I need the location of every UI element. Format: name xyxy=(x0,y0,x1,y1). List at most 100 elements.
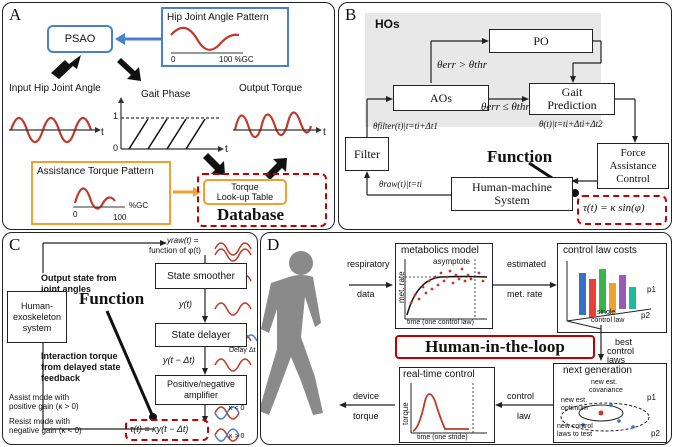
panel-d-graphics xyxy=(261,251,652,434)
opt-line1: new est. xyxy=(561,397,588,404)
tau-formula-c: τ(t) = κy(t − Δt) xyxy=(130,424,189,434)
function-label-b: Function xyxy=(487,147,553,166)
panel-c-letter: C xyxy=(9,235,21,254)
gait-zero-tick: 0 xyxy=(113,143,119,153)
panel-d-letter: D xyxy=(267,235,280,254)
assist-pattern-box: Assistance Torque Pattern 0 100 %GC xyxy=(31,161,171,225)
assist-pattern-title: Assistance Torque Pattern xyxy=(37,166,154,177)
input-hip-label: Input Hip Joint Angle xyxy=(9,83,101,94)
interaction-line3: feedback xyxy=(41,373,81,383)
force-control-box: Force Assistance Control xyxy=(597,143,669,189)
psao-label: PSAO xyxy=(64,33,96,45)
new-laws-line2: laws to test xyxy=(557,431,593,438)
tau-formula-c-frame xyxy=(125,419,209,441)
panel-a-letter: A xyxy=(9,5,22,24)
theta-pred-label: θ(t)|t=ti+Δti+Δt2 xyxy=(539,119,603,129)
hip-pattern-x0: 0 xyxy=(171,55,176,64)
assist-x0: 0 xyxy=(73,210,78,219)
assist-x1: 100 xyxy=(113,213,127,222)
function-label-c: Function xyxy=(79,289,145,308)
human-line3: system xyxy=(22,322,52,333)
hip-pattern-title: Hip Joint Angle Pattern xyxy=(167,12,269,23)
next-gen-box xyxy=(553,363,667,443)
panel-a: A PSAO Hip Joint Angle Pattern 0 100 %GC… xyxy=(2,2,335,230)
cov-line2: covariance xyxy=(589,387,623,394)
aos-box: AOs xyxy=(393,85,489,111)
gait-line1: Gait xyxy=(561,85,583,99)
costs-p2: p2 xyxy=(641,311,650,320)
realtime-title: real-time control xyxy=(403,369,475,380)
gait-prediction-box: Gait Prediction xyxy=(529,83,615,115)
po-box: PO xyxy=(489,29,593,53)
costs-p1: p1 xyxy=(647,285,656,294)
respiratory-line2: data xyxy=(357,289,375,299)
force-line2: Assistance xyxy=(609,159,657,172)
tau-formula-frame xyxy=(577,195,667,225)
costs-box xyxy=(557,243,667,333)
y-delay-label: y(t − Δt) xyxy=(163,355,195,365)
amp-line2: amplifier xyxy=(183,390,218,400)
costs-title: control law costs xyxy=(563,245,637,256)
t-axis-input: t xyxy=(101,127,104,138)
torque-axis: torque xyxy=(401,402,410,425)
next-p1: p1 xyxy=(647,393,656,402)
state-smoother-label: State smoother xyxy=(167,270,235,282)
time-stride-axis: time (one stride) xyxy=(417,434,468,441)
lookup-line1: Torque xyxy=(231,182,259,192)
filter-box: Filter xyxy=(345,137,389,171)
theta-raw-label: θraw(t)|t=ti xyxy=(379,179,422,189)
single-line1: single xyxy=(597,309,616,316)
hip-pattern-curve xyxy=(170,26,243,54)
human-line1: Human- xyxy=(20,300,53,311)
gait-line2: Prediction xyxy=(547,98,597,112)
human-line2: exoskeleton xyxy=(12,311,62,322)
device-line2: torque xyxy=(353,411,379,421)
interaction-line1: Interaction torque xyxy=(41,351,118,361)
control-law-line2: law xyxy=(517,411,531,421)
resist-mode-line1: Resist mode with xyxy=(9,417,70,426)
metabolics-title: metabolics model xyxy=(401,245,479,256)
hm-line1: Human-machine xyxy=(472,180,552,194)
best-line1: best xyxy=(615,337,633,347)
k-neg-label: κ < 0 xyxy=(229,405,245,412)
amp-line1: Positive/negative xyxy=(166,379,236,389)
filter-label: Filter xyxy=(354,146,380,161)
k-pos-label: κ > 0 xyxy=(229,433,245,440)
cov-line1: new est. xyxy=(591,379,618,386)
hitl-banner: Human-in-the-loop xyxy=(395,335,595,359)
panel-d: D respiratory data metabolics model asym… xyxy=(260,232,672,445)
theta-filter-label: θfilter(t)|t=ti+Δt1 xyxy=(373,121,438,131)
po-label: PO xyxy=(533,33,549,48)
y-t-label: y(t) xyxy=(179,299,192,309)
t-axis-gait: t xyxy=(225,144,228,155)
delay-label: Delay Δt xyxy=(229,347,256,354)
single-line2: control law xyxy=(591,317,625,324)
human-machine-box: Human-machine System xyxy=(451,177,573,211)
walking-person-icon xyxy=(261,251,323,415)
met-rate-axis: met. rate xyxy=(397,271,406,303)
new-laws-line1: new control xyxy=(557,423,593,430)
amplifier-box: Positive/negative amplifier xyxy=(155,375,247,405)
human-exo-box: Human- exoskeleton system xyxy=(7,291,67,343)
gait-one-tick: 1 xyxy=(113,111,119,121)
yraw-line1: yraw(t) = xyxy=(167,236,199,245)
panel-b: B HOs PO AOs Gait Prediction θerr > θthr… xyxy=(338,2,672,230)
hip-pattern-x1: 100 %GC xyxy=(219,55,254,64)
estimated-line2: met. rate xyxy=(507,289,543,299)
assist-mode-line2: positive gain (κ > 0) xyxy=(9,402,79,411)
asymptote-label: asymptote xyxy=(433,257,470,266)
realtime-box xyxy=(399,367,495,443)
lookup-line2: Look-up Table xyxy=(216,192,274,202)
output-state-line2: joint angles xyxy=(41,284,92,294)
tau-formula-b: τ(t) = κ sin(φ) xyxy=(583,202,645,214)
hitl-label: Human-in-the-loop xyxy=(425,337,565,356)
hm-line2: System xyxy=(494,193,530,207)
next-p2: p2 xyxy=(651,429,660,438)
control-law-line1: control xyxy=(507,391,535,401)
assist-pattern-curve xyxy=(73,187,125,210)
t-axis-output: t xyxy=(323,127,326,138)
aos-label: AOs xyxy=(429,90,452,105)
state-delayer-label: State delayer xyxy=(171,329,231,341)
metabolics-box xyxy=(395,243,493,329)
state-smoother-box: State smoother xyxy=(155,263,247,289)
